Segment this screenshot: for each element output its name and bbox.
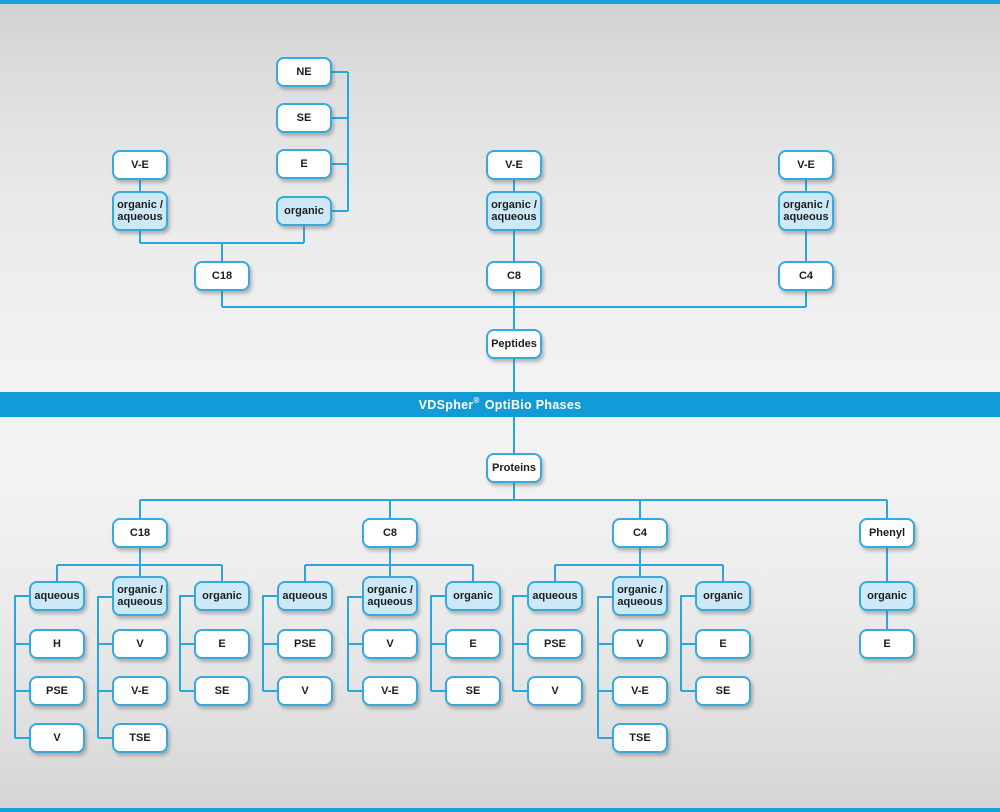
node-proteins-c8-organic-e: E bbox=[445, 629, 501, 659]
node-proteins-c4-aqueous: aqueous bbox=[527, 581, 583, 611]
node-proteins-c18-organic-e: E bbox=[194, 629, 250, 659]
node-proteins-c4-aqueous-v: V bbox=[527, 676, 583, 706]
node-peptides-se: SE bbox=[276, 103, 332, 133]
node-peptides-ne: NE bbox=[276, 57, 332, 87]
node-peptides-e: E bbox=[276, 149, 332, 179]
node-proteins-c4-organic: organic bbox=[695, 581, 751, 611]
node-proteins-c4-orgaq-ve: V-E bbox=[612, 676, 668, 706]
node-proteins-c8: C8 bbox=[362, 518, 418, 548]
node-proteins-c4-orgaq-tse: TSE bbox=[612, 723, 668, 753]
node-peptides-c4-ve: V-E bbox=[778, 150, 834, 180]
node-proteins-c4: C4 bbox=[612, 518, 668, 548]
node-peptides-c8: C8 bbox=[486, 261, 542, 291]
node-proteins-c18: C18 bbox=[112, 518, 168, 548]
node-proteins-c18-organic-se: SE bbox=[194, 676, 250, 706]
bottom-accent-bar bbox=[0, 808, 1000, 812]
node-proteins-c8-aqueous: aqueous bbox=[277, 581, 333, 611]
node-proteins-c18-orgaq-tse: TSE bbox=[112, 723, 168, 753]
node-proteins-c18-organic: organic bbox=[194, 581, 250, 611]
node-proteins-c4-organic-e: E bbox=[695, 629, 751, 659]
node-proteins-phenyl-organic-e: E bbox=[859, 629, 915, 659]
node-peptides-c4-organic-aqueous: organic / aqueous bbox=[778, 191, 834, 231]
node-proteins-c8-organic-se: SE bbox=[445, 676, 501, 706]
node-proteins-root: Proteins bbox=[486, 453, 542, 483]
node-proteins-c8-organic: organic bbox=[445, 581, 501, 611]
peptides-connectors bbox=[139, 71, 807, 392]
node-peptides-root: Peptides bbox=[486, 329, 542, 359]
node-proteins-c8-orgaq-v: V bbox=[362, 629, 418, 659]
node-proteins-c18-orgaq-v: V bbox=[112, 629, 168, 659]
node-proteins-c4-organic-se: SE bbox=[695, 676, 751, 706]
top-accent-bar bbox=[0, 0, 1000, 4]
proteins-connectors bbox=[56, 417, 888, 629]
node-peptides-c8-ve: V-E bbox=[486, 150, 542, 180]
node-proteins-c4-orgaq-v: V bbox=[612, 629, 668, 659]
node-peptides-c4: C4 bbox=[778, 261, 834, 291]
banner-rest: OptiBio Phases bbox=[484, 397, 582, 412]
node-proteins-c18-orgaq-ve: V-E bbox=[112, 676, 168, 706]
node-peptides-c8-organic-aqueous: organic / aqueous bbox=[486, 191, 542, 231]
node-proteins-phenyl-organic: organic bbox=[859, 581, 915, 611]
node-peptides-c18-organic-aqueous: organic / aqueous bbox=[112, 191, 168, 231]
node-proteins-c8-aqueous-v: V bbox=[277, 676, 333, 706]
node-proteins-c18-aqueous: aqueous bbox=[29, 581, 85, 611]
node-peptides-c18-ve: V-E bbox=[112, 150, 168, 180]
node-peptides-organic: organic bbox=[276, 196, 332, 226]
node-proteins-c8-orgaq-ve: V-E bbox=[362, 676, 418, 706]
node-proteins-c18-aqueous-v: V bbox=[29, 723, 85, 753]
node-proteins-c18-organic-aqueous: organic / aqueous bbox=[112, 576, 168, 616]
banner: VDSpher®OptiBio Phases bbox=[0, 392, 1000, 417]
node-proteins-c4-organic-aqueous: organic / aqueous bbox=[612, 576, 668, 616]
node-proteins-c8-aqueous-pse: PSE bbox=[277, 629, 333, 659]
banner-brand: VDSpher bbox=[418, 397, 474, 412]
node-proteins-phenyl: Phenyl bbox=[859, 518, 915, 548]
node-proteins-c8-organic-aqueous: organic / aqueous bbox=[362, 576, 418, 616]
node-proteins-c18-aqueous-pse: PSE bbox=[29, 676, 85, 706]
node-peptides-c18: C18 bbox=[194, 261, 250, 291]
group-connectors bbox=[14, 595, 695, 739]
node-proteins-c4-aqueous-pse: PSE bbox=[527, 629, 583, 659]
node-proteins-c18-aqueous-h: H bbox=[29, 629, 85, 659]
